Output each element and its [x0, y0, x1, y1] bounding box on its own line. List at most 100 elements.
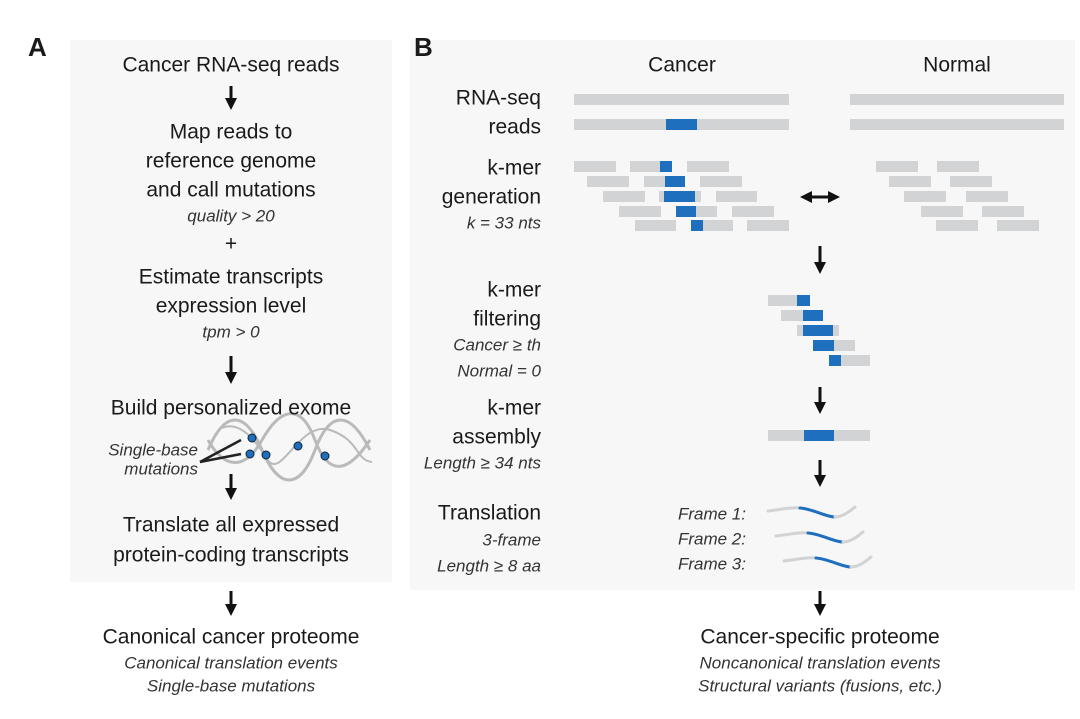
kmer-bar: [747, 220, 789, 231]
reads-label: reads: [488, 115, 541, 139]
read-bars: [574, 94, 1064, 441]
read-bar: [574, 94, 789, 105]
frame-wave-flank: [774, 531, 810, 538]
kmer-bar: [997, 220, 1039, 231]
output-a-note: Canonical translation events: [124, 653, 338, 673]
kmer-bar: [966, 191, 1008, 202]
mutation-label: mutations: [124, 459, 198, 479]
output-b-note: Noncanonical translation events: [699, 653, 941, 673]
read-bar: [850, 94, 1064, 105]
step-build-exome: Build personalized exome: [110, 396, 352, 420]
kmer-bar: [644, 176, 685, 187]
mutation-dots: [245, 433, 330, 461]
mutation-label: Single-base: [108, 440, 198, 460]
kmer-bar: [982, 206, 1024, 217]
frame-wave-flank: [841, 530, 865, 544]
frame-waves: [766, 505, 873, 569]
frame-wave-coding: [814, 556, 853, 569]
mutation-segment: [803, 310, 823, 321]
mutation-segment: [666, 119, 697, 130]
translation-label: Translation: [437, 501, 541, 525]
step-map-line: Map reads to: [169, 120, 293, 144]
kmer-bar: [687, 161, 729, 172]
mutation-segment: [676, 206, 696, 217]
reads-label: RNA-seq: [455, 86, 541, 110]
column-cancer: Cancer: [648, 53, 716, 77]
kmer-bar: [732, 206, 774, 217]
frame-wave-flank: [782, 556, 818, 563]
filter-label: k-mer: [487, 278, 541, 302]
kmer-bar: [876, 161, 918, 172]
kmer-bar: [936, 220, 978, 231]
kmer-bar: [921, 206, 963, 217]
frame-wave-coding: [806, 531, 845, 544]
column-normal: Normal: [923, 53, 991, 77]
frame-wave-flank: [766, 506, 802, 513]
quality-note: quality > 20: [187, 206, 275, 226]
panel-b-background: [410, 40, 1075, 590]
mutation-pointer: [199, 438, 242, 464]
kmer-bar: [603, 191, 645, 202]
panel-b-label: B: [414, 32, 433, 62]
step-estimate-line: expression level: [155, 294, 307, 318]
kmer-bar: [950, 176, 992, 187]
kmer-gen-note: k = 33 nts: [466, 213, 541, 233]
kmer-bar: [691, 220, 733, 231]
panel-a-label: A: [28, 32, 47, 62]
frame-label: Frame 1:: [677, 504, 746, 524]
translation-note: 3-frame: [482, 530, 541, 550]
mutation-segment: [665, 176, 685, 187]
filtered-kmer-bar: [768, 295, 810, 306]
mutation-segment: [664, 191, 695, 202]
plus-sign: +: [224, 232, 238, 256]
assembly-note: Length ≥ 34 nts: [423, 453, 541, 473]
mutation-segment: [813, 340, 834, 351]
filtered-kmer-bar: [781, 310, 823, 321]
kmer-bar: [619, 206, 661, 217]
arrows: [225, 86, 840, 616]
output-b-title: Cancer-specific proteome: [700, 625, 940, 649]
kmer-bar: [904, 191, 946, 202]
kmer-bar: [676, 206, 717, 217]
mutation-dot: [245, 449, 255, 459]
step-estimate-line: Estimate transcripts: [138, 265, 324, 289]
step-rnaseq-reads: Cancer RNA-seq reads: [122, 53, 340, 77]
mutation-segment: [691, 220, 703, 231]
step-translate-line: Translate all expressed: [122, 513, 340, 537]
frame-wave-flank: [849, 555, 873, 569]
frame-wave-flank: [833, 505, 857, 519]
kmer-gen-label: generation: [441, 185, 541, 209]
mutation-dot: [247, 433, 257, 443]
filter-note: Cancer ≥ th: [453, 335, 541, 355]
mutation-segment: [804, 430, 834, 441]
kmer-bar: [700, 176, 742, 187]
frame-wave-coding: [798, 506, 837, 519]
output-a-title: Canonical cancer proteome: [102, 625, 360, 649]
kmer-bar: [630, 161, 672, 172]
dna-helix-icon: [206, 412, 373, 482]
translation-note: Length ≥ 8 aa: [437, 556, 541, 576]
mutation-segment: [829, 355, 841, 366]
assembly-label: assembly: [452, 425, 541, 449]
frame-label: Frame 2:: [677, 529, 746, 549]
filter-note: Normal = 0: [457, 361, 541, 381]
step-map-line: reference genome: [145, 149, 317, 173]
mutation-segment: [660, 161, 672, 172]
kmer-gen-label: k-mer: [487, 156, 541, 180]
frame-label: Frame 3:: [677, 554, 746, 574]
mutation-dot: [293, 441, 303, 451]
filter-label: filtering: [473, 307, 541, 331]
kmer-bar: [587, 176, 629, 187]
kmer-bar: [716, 191, 757, 202]
mutation-segment: [803, 325, 833, 336]
output-a-note: Single-base mutations: [146, 676, 316, 696]
kmer-bar: [635, 220, 676, 231]
kmer-bar: [889, 176, 931, 187]
mutation-dot: [261, 450, 271, 460]
assembly-label: k-mer: [487, 396, 541, 420]
filtered-kmer-bar: [829, 355, 870, 366]
step-map-line: and call mutations: [146, 178, 316, 202]
step-translate-line: protein-coding transcripts: [113, 543, 349, 567]
